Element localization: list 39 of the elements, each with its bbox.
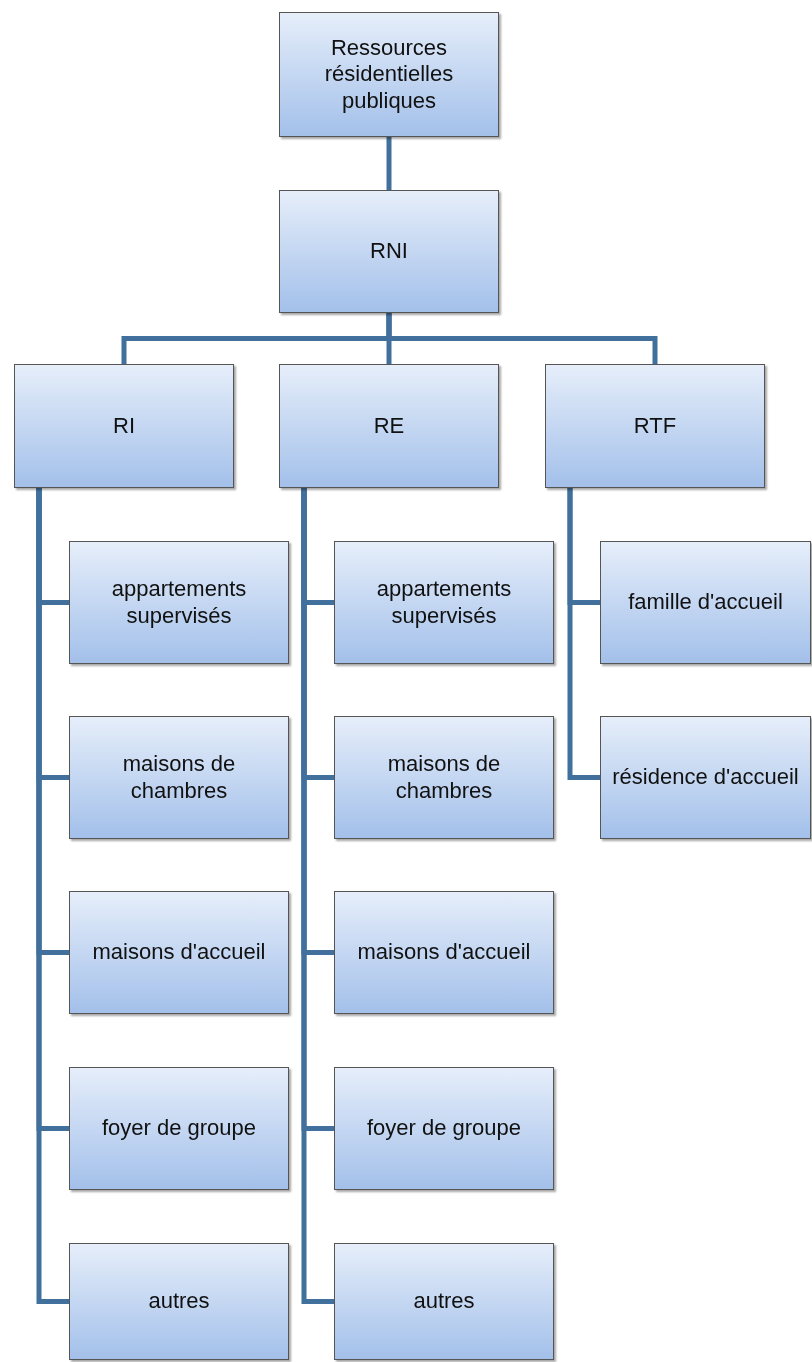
box-label: autres <box>413 1288 475 1315</box>
box-label: appartements supervisés <box>375 576 513 629</box>
org-box <box>334 891 554 1014</box>
box-label: appartements supervisés <box>110 576 248 629</box>
box-label: maisons d'accueil <box>357 939 531 966</box>
box-label: foyer de groupe <box>101 1115 257 1142</box>
box-label: résidence d'accueil <box>612 764 799 791</box>
org-box <box>69 1067 289 1190</box>
org-box <box>279 364 499 488</box>
box-label: autres <box>148 1288 210 1315</box>
box-label: Ressources résidentielles publiques <box>323 34 455 115</box>
box-label: maisons de chambres <box>121 751 237 804</box>
org-box <box>69 891 289 1014</box>
connector-line <box>301 488 334 1304</box>
org-box <box>14 364 234 488</box>
org-box <box>279 190 499 313</box>
org-box <box>334 1243 554 1360</box>
org-box <box>69 541 289 664</box>
org-box <box>545 364 765 488</box>
org-box <box>279 12 499 137</box>
box-label: RTF <box>633 412 677 440</box>
box-label: maisons d'accueil <box>92 939 266 966</box>
org-box <box>600 541 811 664</box>
org-box <box>334 1067 554 1190</box>
connector-line <box>36 488 69 1304</box>
connector-line <box>386 313 658 364</box>
box-label: foyer de groupe <box>366 1115 522 1142</box>
box-label: RE <box>373 412 405 440</box>
connector-line <box>386 137 392 190</box>
org-box <box>69 716 289 839</box>
org-box <box>69 1243 289 1360</box>
box-label: RI <box>113 412 135 440</box>
box-label: famille d'accueil <box>628 589 783 616</box>
org-box <box>334 541 554 664</box>
box-label: maisons de chambres <box>386 751 502 804</box>
box-label: RNI <box>370 238 408 265</box>
org-box <box>334 716 554 839</box>
org-box <box>600 716 811 839</box>
connector-line <box>567 488 600 780</box>
